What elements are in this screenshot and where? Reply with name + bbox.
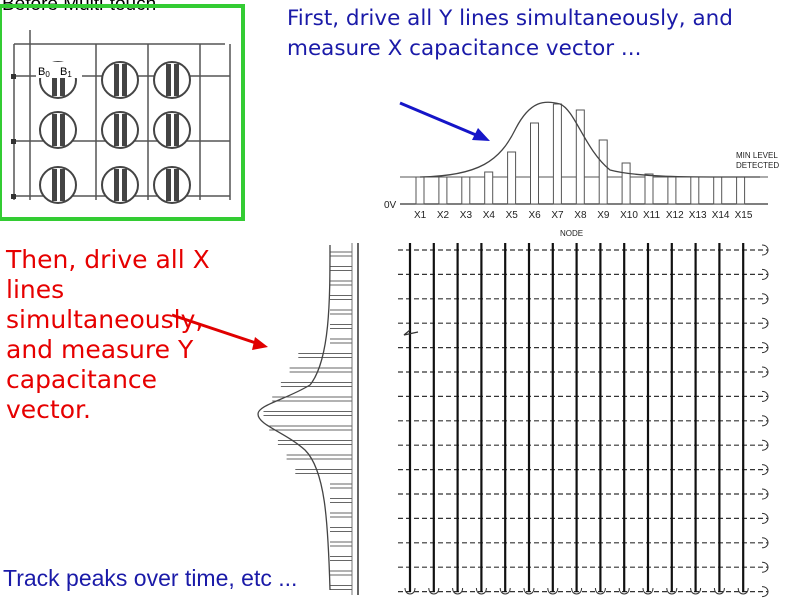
x-profile-bar bbox=[484, 171, 494, 205]
y-scan-instruction: Then, drive all X lines simultaneously, … bbox=[6, 245, 210, 424]
x-profile-bar bbox=[667, 176, 677, 205]
x-profile-bar bbox=[552, 103, 562, 205]
grid-row-cap bbox=[761, 293, 769, 305]
grid-column-cap bbox=[713, 587, 725, 595]
x-node-label: X11 bbox=[643, 210, 660, 221]
grid-column-cap bbox=[737, 587, 749, 595]
grid-row-cap bbox=[761, 268, 769, 280]
touch-button bbox=[101, 166, 139, 204]
grid-column-cap bbox=[690, 587, 702, 595]
x-node-label: X14 bbox=[712, 210, 730, 221]
x-profile-bar bbox=[690, 176, 700, 205]
x-node-labels: X1 X2 X3 X4 X5 X6 X7 X8 X9 X10 X11 X12 X13 X14 X15 bbox=[414, 210, 753, 221]
grid-column-cap bbox=[642, 587, 654, 595]
inset-button-pads bbox=[52, 64, 179, 201]
multitouch-inset: B0 B1 bbox=[0, 4, 245, 221]
label-b1: B1 bbox=[60, 66, 72, 79]
grid-row-cap bbox=[761, 537, 769, 549]
touch-button bbox=[39, 111, 77, 149]
x-profile-envelope bbox=[419, 101, 761, 178]
grid-column-cap bbox=[452, 587, 464, 595]
node-axis-label: NODE bbox=[560, 229, 583, 238]
x-node-label: X8 bbox=[574, 210, 587, 221]
grid-row-cap bbox=[761, 366, 769, 378]
grid-row-cap bbox=[761, 390, 769, 402]
min-level-label-2: DETECTED bbox=[736, 161, 779, 170]
grid-row-cap bbox=[761, 464, 769, 476]
grid-column-cap bbox=[547, 587, 559, 595]
touch-button bbox=[153, 61, 191, 99]
grid-column-cap bbox=[499, 587, 511, 595]
x-capacitance-profile: 0V MIN LEVEL DETECTED X1 X2 X3 X4 X5 X6 X7 X8 X9… bbox=[384, 101, 779, 238]
x-node-label: X3 bbox=[460, 210, 473, 221]
x-profile-bar bbox=[530, 122, 539, 205]
x-profile-bars bbox=[415, 103, 746, 205]
sensor-grid bbox=[398, 243, 769, 598]
y-capacitance-profile bbox=[257, 243, 359, 595]
grid-column-cap bbox=[404, 587, 416, 595]
grid-row-cap bbox=[761, 512, 769, 524]
touch-button bbox=[153, 166, 191, 204]
grid-row-cap bbox=[761, 244, 769, 256]
grid-row-cap bbox=[761, 488, 769, 500]
grid-column-cap bbox=[428, 587, 440, 595]
touch-button bbox=[39, 166, 77, 204]
x-node-label: X7 bbox=[551, 210, 564, 221]
x-profile-bar bbox=[438, 176, 448, 205]
x-node-label: X5 bbox=[506, 210, 519, 221]
grid-column-cap bbox=[666, 587, 678, 595]
track-peaks-note: Track peaks over time, etc ... bbox=[3, 565, 298, 591]
x-node-label: X13 bbox=[689, 210, 707, 221]
x-node-label: X2 bbox=[437, 210, 450, 221]
blue-arrow bbox=[399, 101, 490, 141]
grid-row-cap bbox=[761, 439, 769, 451]
x-node-label: X12 bbox=[666, 210, 684, 221]
label-b0: B0 bbox=[38, 66, 50, 79]
x-profile-bar bbox=[598, 139, 608, 205]
x-profile-bar bbox=[644, 173, 654, 205]
red-arrow bbox=[171, 313, 268, 350]
x-profile-bar bbox=[736, 176, 746, 205]
grid-mark bbox=[403, 329, 419, 336]
grid-column-cap bbox=[571, 587, 583, 595]
touch-button bbox=[101, 111, 139, 149]
grid-column-cap bbox=[618, 587, 630, 595]
y-profile-bars bbox=[263, 251, 352, 590]
grid-row-cap bbox=[761, 415, 769, 427]
x-profile-bar bbox=[415, 176, 425, 205]
touch-button bbox=[153, 111, 191, 149]
x-profile-bar bbox=[507, 151, 517, 205]
touch-button bbox=[101, 61, 139, 99]
grid-row-cap bbox=[761, 317, 769, 329]
x-node-label: X9 bbox=[597, 210, 610, 221]
grid-column-cap bbox=[475, 587, 487, 595]
x-profile-zero-label: 0V bbox=[384, 200, 397, 211]
x-node-label: X10 bbox=[620, 210, 638, 221]
x-profile-bar bbox=[621, 162, 631, 205]
grid-column-cap bbox=[523, 587, 535, 595]
x-node-label: X4 bbox=[483, 210, 496, 221]
x-profile-bar bbox=[575, 109, 585, 205]
grid-column-cap bbox=[594, 587, 606, 595]
y-profile-envelope bbox=[257, 244, 331, 591]
grid-row-cap bbox=[761, 586, 769, 598]
inset-border bbox=[0, 4, 245, 221]
grid-row-cap bbox=[761, 561, 769, 573]
x-node-label: X6 bbox=[529, 210, 542, 221]
x-node-label: X15 bbox=[735, 210, 753, 221]
grid-row-cap bbox=[761, 342, 769, 354]
x-scan-instruction: First, drive all Y lines simultaneously,… bbox=[287, 6, 733, 61]
x-profile-bar bbox=[713, 176, 723, 205]
inset-buttons bbox=[39, 61, 191, 204]
x-profile-bar bbox=[461, 176, 471, 205]
x-node-label: X1 bbox=[414, 210, 427, 221]
min-level-label: MIN LEVEL bbox=[736, 151, 778, 160]
